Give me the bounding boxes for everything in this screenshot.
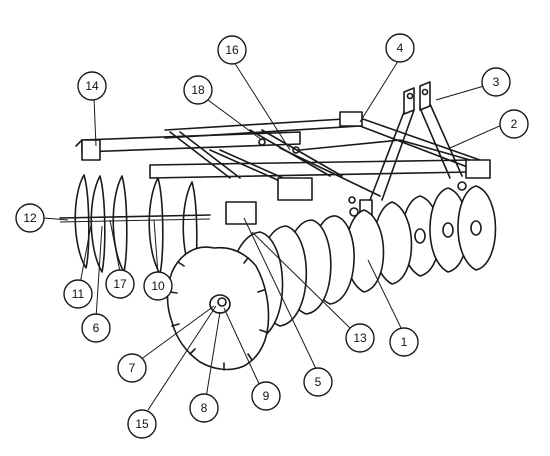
callout-label: 18: [191, 83, 205, 97]
callout-14: 14: [77, 71, 107, 101]
callout-9: 9: [251, 381, 281, 411]
callout-label: 13: [353, 331, 367, 345]
callout-17: 17: [105, 269, 135, 299]
callout-15: 15: [127, 409, 157, 439]
leader-lines: [43, 57, 505, 411]
callout-label: 12: [23, 211, 37, 225]
callout-1: 1: [389, 327, 419, 357]
callout-label: 15: [135, 417, 149, 431]
callout-label: 6: [93, 321, 100, 335]
callout-label: 14: [85, 79, 99, 93]
callout-label: 9: [263, 389, 270, 403]
callout-label: 10: [151, 279, 165, 293]
callout-5: 5: [303, 367, 333, 397]
callout-3: 3: [481, 67, 511, 97]
callout-8: 8: [189, 393, 219, 423]
callout-label: 3: [493, 75, 500, 89]
hitch-tower: [359, 81, 467, 219]
callout-label: 8: [201, 401, 208, 415]
callout-label: 7: [129, 361, 136, 375]
callout-10: 10: [143, 271, 173, 301]
right-disc-gang: [345, 185, 497, 293]
harrow-frame: [75, 111, 491, 225]
callout-7: 7: [117, 353, 147, 383]
callout-label: 1: [401, 335, 408, 349]
callout-label: 11: [72, 287, 85, 301]
callout-18: 18: [183, 75, 213, 105]
callout-16: 16: [217, 35, 247, 65]
callout-11: 11: [63, 279, 93, 309]
callout-6: 6: [81, 313, 111, 343]
callout-label: 17: [113, 277, 127, 291]
callout-2: 2: [499, 109, 529, 139]
callout-12: 12: [15, 203, 45, 233]
callout-label: 2: [511, 117, 518, 131]
callout-label: 16: [225, 43, 239, 57]
callout-label: 4: [397, 41, 404, 55]
callout-4: 4: [385, 33, 415, 63]
front-disc-gang: [166, 215, 355, 371]
callout-13: 13: [345, 323, 375, 353]
callout-label: 5: [315, 375, 322, 389]
